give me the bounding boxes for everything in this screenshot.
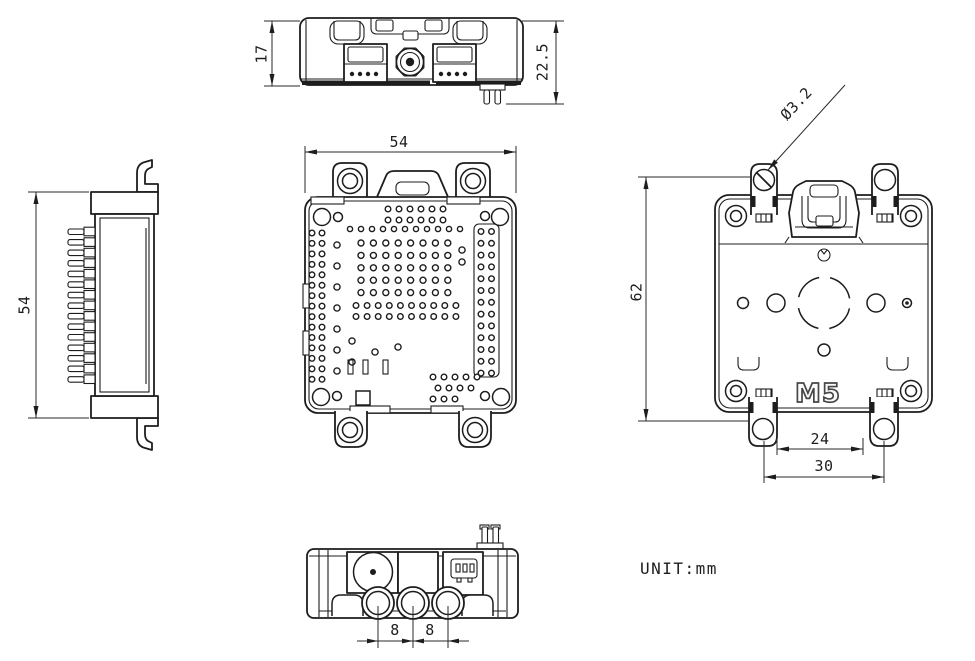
front-cluster-holes <box>429 373 481 381</box>
dim-label-54-front: 54 <box>389 133 408 151</box>
front-mid-holes <box>352 302 460 321</box>
bottom-opening <box>397 551 439 594</box>
dim-front-width: 54 <box>304 133 517 193</box>
dim-hole-spacing-30: 30 <box>763 441 885 483</box>
front-view: 54 <box>302 133 517 448</box>
front-top-latch <box>376 170 449 198</box>
front-bus-header <box>473 223 500 378</box>
dim-label-62: 62 <box>628 282 646 301</box>
dim-back-height: 62 <box>628 176 751 422</box>
back-bottom-lug-right <box>869 388 899 447</box>
back-top-lug-right <box>871 163 899 223</box>
top-view: 17 22.5 <box>253 17 564 105</box>
bottom-view: 8 8 <box>306 524 519 648</box>
dim-label-8-right: 8 <box>425 621 435 639</box>
bottom-foot-right <box>461 594 494 616</box>
back-top-lug-left <box>750 163 778 223</box>
dim-hole-spacing-24: 24 <box>776 430 864 455</box>
dim-label-30: 30 <box>814 457 833 475</box>
m5-logo: M5 <box>795 379 841 409</box>
back-bottom-lug-left <box>748 388 778 447</box>
side-view-header-pins <box>67 226 96 385</box>
back-center-features <box>736 248 913 371</box>
bottom-foot-left <box>331 594 364 616</box>
barrel-jack <box>346 551 399 594</box>
side-view-top-flange <box>90 191 159 215</box>
dim-label-dia-3-2: Ø3.2 <box>777 84 816 124</box>
front-square-hole <box>355 390 371 406</box>
front-proto-grid-holes <box>357 239 452 297</box>
back-view: M5 62 Ø3.2 24 30 <box>628 84 933 483</box>
front-cluster-holes <box>434 384 475 392</box>
unit-label: UNIT:mm <box>640 559 718 578</box>
top-view-center-button <box>395 47 425 77</box>
front-row-holes <box>346 225 464 233</box>
dim-label-24: 24 <box>810 430 829 448</box>
dim-top-height: 17 <box>253 20 300 87</box>
dim-label-17: 17 <box>253 44 271 63</box>
front-corner-holes <box>311 207 511 407</box>
side-view-bottom-flange <box>90 395 159 419</box>
dim-hole-diameter: Ø3.2 <box>767 84 846 171</box>
dim-connector-pitch: 8 8 <box>357 606 469 648</box>
dim-label-22-5: 22.5 <box>534 43 552 81</box>
front-top-holes <box>384 205 447 224</box>
front-single-holes <box>333 241 466 375</box>
side-view-body <box>94 213 155 397</box>
dim-top-total-height: 22.5 <box>506 20 564 105</box>
front-bus-header-holes <box>477 227 496 377</box>
bottom-view-pins <box>476 524 504 553</box>
top-view-recess <box>370 18 450 41</box>
usb-connector <box>784 180 864 244</box>
side-view-top-lug <box>136 159 159 193</box>
side-view: 54 <box>16 159 159 451</box>
dim-label-54-side: 54 <box>16 295 34 314</box>
grove-connector-left <box>343 43 388 83</box>
grove-connector-right <box>432 43 477 83</box>
top-view-pins <box>462 83 506 105</box>
dim-side-height: 54 <box>16 191 89 419</box>
camera-opening-circle <box>797 276 851 330</box>
front-left-holes <box>308 229 326 383</box>
side-view-bottom-lug <box>136 417 159 451</box>
front-cluster-holes <box>429 395 459 403</box>
dim-label-8-left: 8 <box>390 621 400 639</box>
